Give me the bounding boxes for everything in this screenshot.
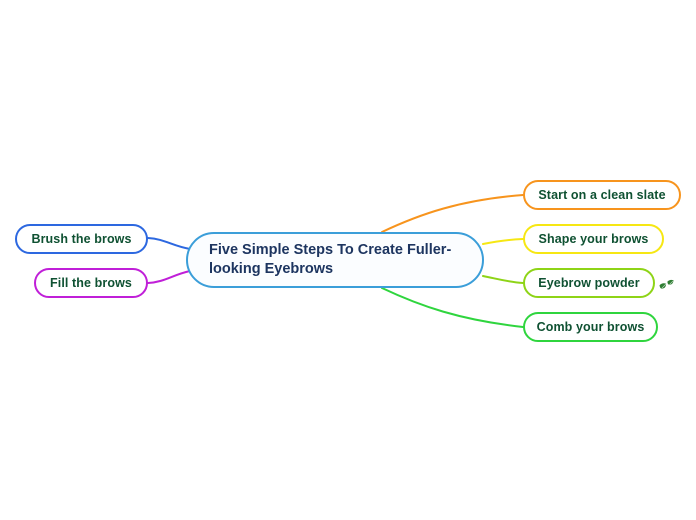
topic-label: Eyebrow powder (538, 276, 640, 290)
topic-label: Brush the brows (31, 232, 132, 246)
leaf-icon[interactable] (658, 276, 675, 292)
connector-comb-your-brows (381, 287, 524, 328)
root-topic-label: Five Simple Steps To Create Fuller-looki… (209, 242, 452, 277)
topic-fill-the-brows[interactable]: Fill the brows (34, 268, 148, 298)
topic-brush-the-brows[interactable]: Brush the brows (15, 224, 148, 254)
topic-eyebrow-powder[interactable]: Eyebrow powder (523, 268, 655, 298)
connector-start-on-a-clean-slate (381, 194, 524, 233)
topic-shape-your-brows[interactable]: Shape your brows (523, 224, 664, 254)
connector-fill-the-brows (147, 270, 191, 284)
leaf-icon-glyph (659, 279, 674, 289)
topic-label: Comb your brows (536, 320, 645, 334)
topic-label: Start on a clean slate (538, 188, 666, 202)
connector-brush-the-brows (147, 237, 191, 250)
connector-eyebrow-powder (482, 275, 524, 284)
root-topic[interactable]: Five Simple Steps To Create Fuller-looki… (186, 232, 484, 288)
topic-label: Fill the brows (50, 276, 132, 290)
topic-label: Shape your brows (538, 232, 649, 246)
topic-start-on-a-clean-slate[interactable]: Start on a clean slate (523, 180, 681, 210)
connector-shape-your-brows (482, 238, 524, 245)
topic-comb-your-brows[interactable]: Comb your brows (523, 312, 658, 342)
